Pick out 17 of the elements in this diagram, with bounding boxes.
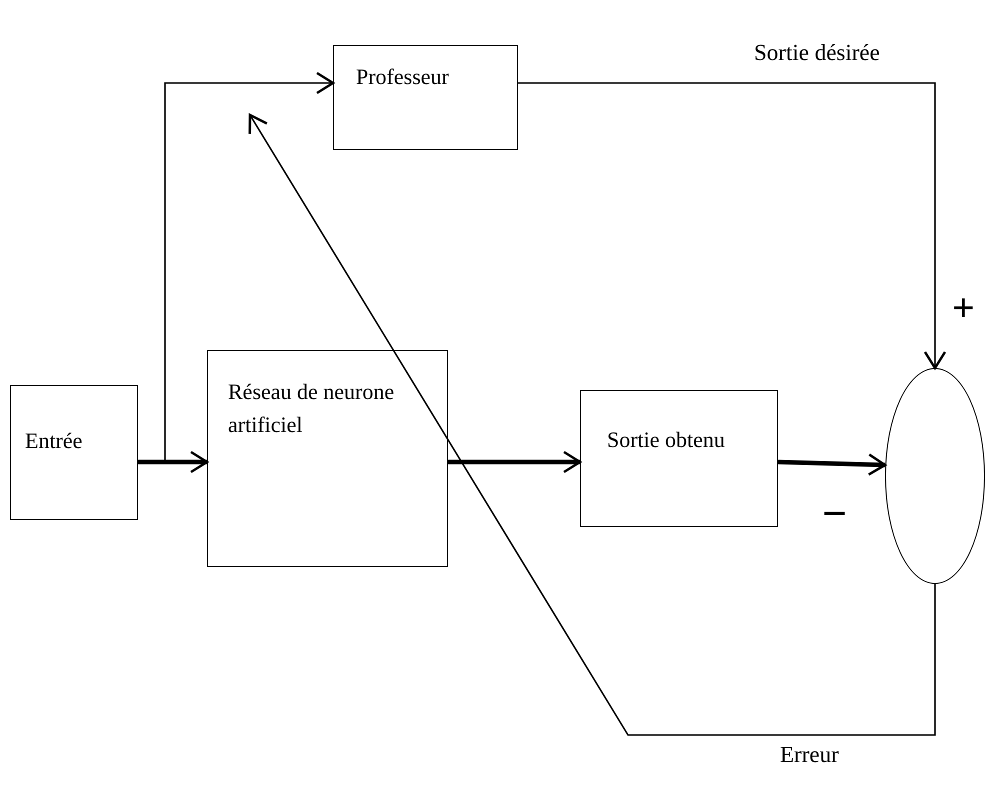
process-box bbox=[207, 350, 448, 567]
box-label: Réseau de neurone artificiel bbox=[228, 378, 396, 439]
box-label: Entrée bbox=[25, 427, 82, 455]
summing-circle bbox=[885, 368, 985, 584]
sign-label: + bbox=[952, 288, 975, 328]
process-box bbox=[10, 385, 138, 520]
arrow bbox=[138, 450, 208, 474]
arrow bbox=[138, 72, 334, 463]
arrow bbox=[778, 453, 886, 476]
arrow bbox=[448, 450, 582, 474]
sign-label: − bbox=[822, 492, 848, 536]
box-label: Professeur bbox=[356, 63, 449, 91]
box-label: Sortie obtenu bbox=[607, 426, 725, 454]
process-box bbox=[580, 390, 778, 527]
arrow bbox=[518, 82, 946, 370]
arrow bbox=[248, 114, 936, 736]
process-box bbox=[333, 45, 518, 150]
